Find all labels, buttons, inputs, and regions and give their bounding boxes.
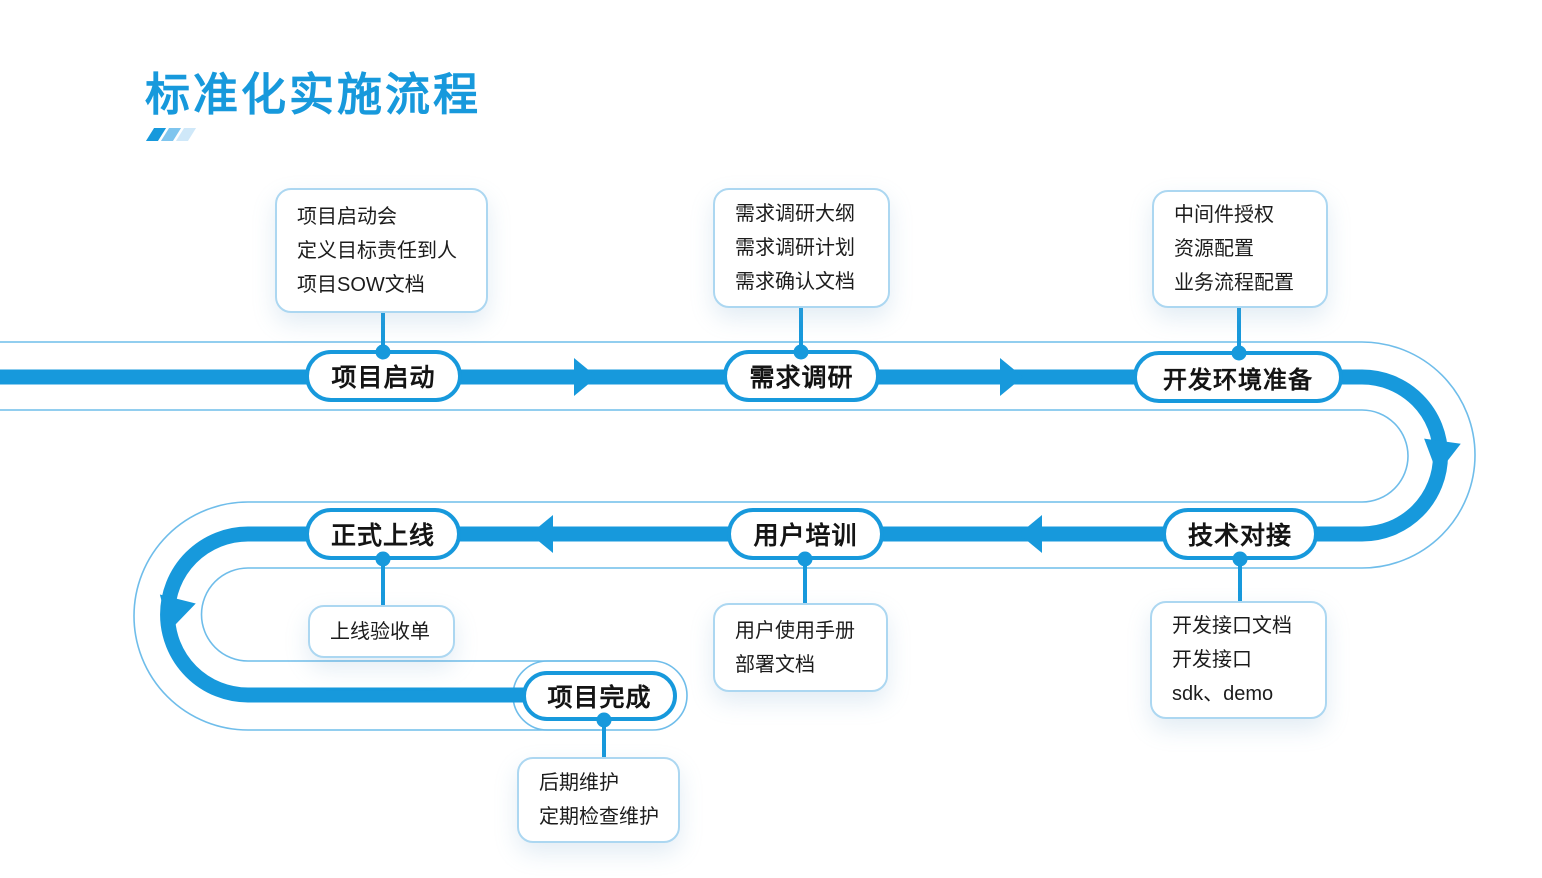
- connector-dot: [1232, 551, 1248, 567]
- page-title: 标准化实施流程: [145, 69, 482, 120]
- node-label: 需求调研: [749, 364, 854, 392]
- arrow-left-icon: [530, 515, 553, 553]
- connector-dot: [596, 712, 612, 728]
- node-label: 项目完成: [547, 684, 652, 712]
- callout-dev-env-preparation: 中间件授权 资源配置 业务流程配置: [1152, 190, 1328, 308]
- connector-dot: [375, 344, 391, 360]
- callout-line: 需求调研计划: [735, 237, 855, 259]
- node-label: 开发环境准备: [1163, 366, 1313, 394]
- callout-line: 定期检查维护: [539, 806, 659, 828]
- callout-line: 需求确认文档: [735, 271, 855, 293]
- callout-line: 开发接口: [1172, 649, 1252, 671]
- connector-dot: [797, 551, 813, 567]
- arrow-left-icon: [1019, 515, 1042, 553]
- callout-project-kickoff: 项目启动会 定义目标责任到人 项目SOW文档: [275, 188, 488, 313]
- callout-line: 项目SOW文档: [297, 273, 425, 296]
- callout-line: 资源配置: [1174, 238, 1254, 260]
- callout-line: 后期维护: [539, 772, 619, 794]
- connector-dot: [375, 551, 391, 567]
- track-outline-lower: [0, 409, 1409, 731]
- arrow-down-icon: [159, 594, 196, 631]
- arrow-right-icon: [1000, 358, 1023, 396]
- callout-user-training: 用户使用手册 部署文档: [713, 603, 888, 692]
- callout-line: 中间件授权: [1174, 204, 1274, 226]
- arrow-right-icon: [574, 358, 597, 396]
- callout-technical-integration: 开发接口文档 开发接口 sdk、demo: [1150, 601, 1327, 719]
- title-accent-slashes: [145, 128, 197, 141]
- callout-official-launch: 上线验收单: [308, 605, 455, 658]
- node-label: 项目启动: [331, 364, 436, 392]
- callout-line: 开发接口文档: [1172, 615, 1292, 637]
- callout-line: 定义目标责任到人: [297, 239, 457, 262]
- callout-line: 项目启动会: [297, 205, 397, 228]
- track-outline-upper: [0, 341, 1476, 662]
- arrow-down-icon: [1424, 438, 1461, 474]
- node-label: 正式上线: [330, 522, 435, 550]
- node-label: 用户培训: [753, 522, 858, 550]
- node-label: 技术对接: [1187, 522, 1292, 550]
- callout-line: sdk、demo: [1172, 683, 1274, 705]
- connector-dot: [793, 344, 809, 360]
- connector-dot: [1231, 345, 1247, 361]
- callout-line: 需求调研大纲: [735, 203, 855, 225]
- callout-project-completion: 后期维护 定期检查维护: [517, 757, 680, 843]
- callout-line: 部署文档: [735, 653, 815, 676]
- callout-requirements-research: 需求调研大纲 需求调研计划 需求确认文档: [713, 188, 890, 308]
- callout-line: 上线验收单: [330, 620, 430, 643]
- callout-line: 用户使用手册: [735, 619, 855, 642]
- callout-line: 业务流程配置: [1174, 272, 1294, 294]
